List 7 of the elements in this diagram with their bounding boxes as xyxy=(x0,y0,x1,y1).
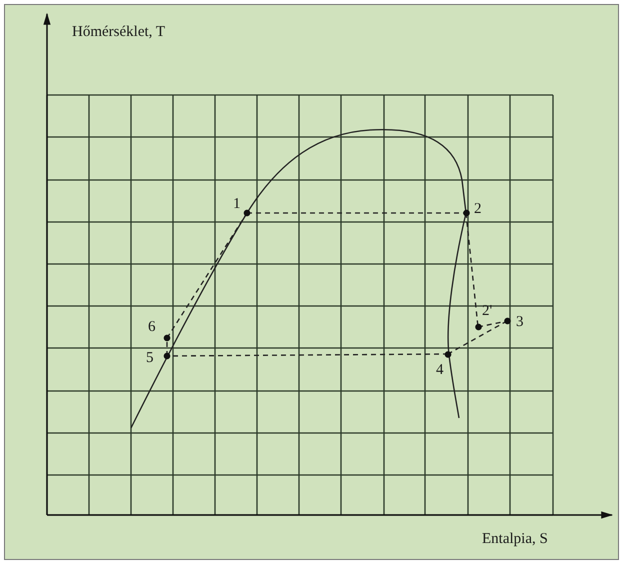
dashed-process-line xyxy=(166,212,248,338)
axis-title: Hőmérséklet, T xyxy=(72,24,166,41)
axis-title: Entalpia, S xyxy=(482,531,548,548)
state-point: 6 xyxy=(148,319,170,342)
state-point: 1 xyxy=(233,196,250,216)
dashed-process-line xyxy=(247,212,466,214)
dashed-process-line xyxy=(448,320,508,355)
